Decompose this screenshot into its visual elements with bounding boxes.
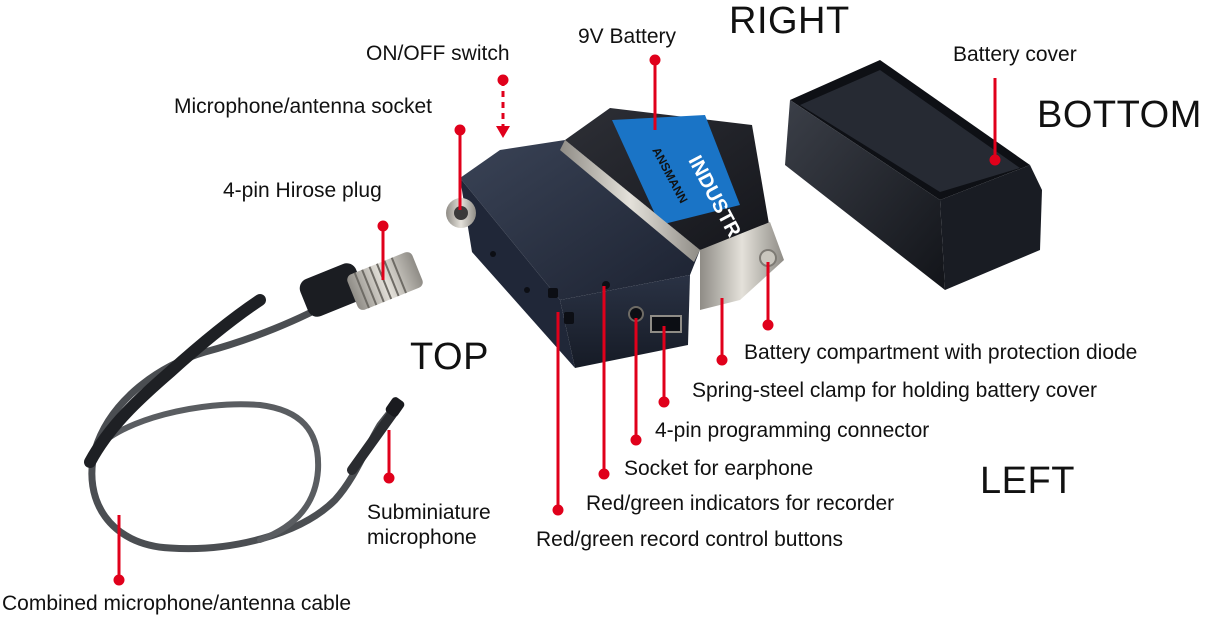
leader-lines [113, 54, 1001, 586]
subminiature-microphone [347, 397, 405, 475]
nine-volt-battery: INDUSTRIAL ANSMANN [560, 108, 770, 269]
label-hirose-plug: 4-pin Hirose plug [223, 179, 382, 202]
label-earphone-socket: Socket for earphone [624, 457, 814, 480]
label-battery-compartment: Battery compartment with protection diod… [744, 341, 1138, 364]
orientation-bottom-label: BOTTOM [1037, 94, 1202, 136]
hirose-plug [299, 252, 423, 317]
label-microphone-antenna-socket: Microphone/antenna socket [174, 95, 432, 118]
orientation-top-label: TOP [410, 336, 489, 378]
label-battery-cover: Battery cover [953, 43, 1077, 66]
label-subminiature-microphone: Subminiature microphone [367, 501, 491, 549]
orientation-right-label: RIGHT [729, 0, 850, 42]
label-on-off-switch: ON/OFF switch [366, 42, 510, 65]
battery-cover [785, 60, 1042, 290]
label-cable: Combined microphone/antenna cable [2, 592, 352, 615]
recorder-body [446, 140, 700, 368]
label-record-buttons: Red/green record control buttons [536, 528, 844, 551]
label-spring-clamp: Spring-steel clamp for holding battery c… [692, 379, 1098, 402]
label-9v-battery: 9V Battery [578, 25, 677, 48]
battery-label-band [612, 115, 740, 225]
label-indicators: Red/green indicators for recorder [586, 492, 895, 515]
microphone-antenna-cable [84, 294, 399, 553]
label-programming-connector: 4-pin programming connector [655, 419, 930, 442]
orientation-left-label: LEFT [980, 460, 1075, 502]
spring-steel-clamp [700, 222, 784, 310]
